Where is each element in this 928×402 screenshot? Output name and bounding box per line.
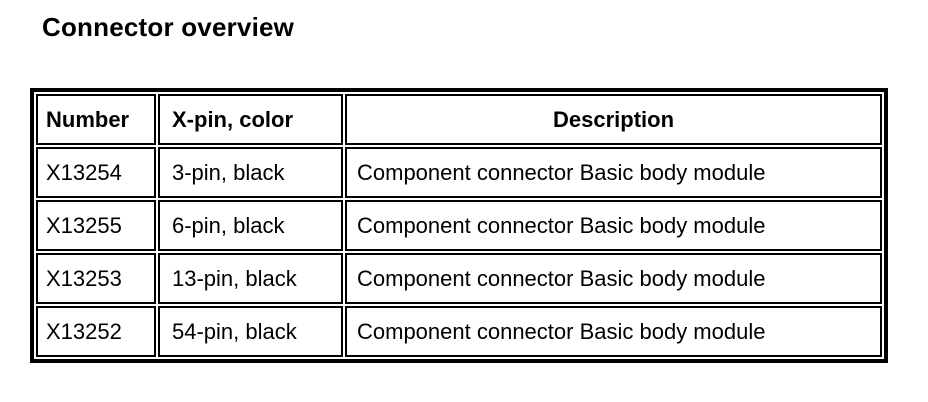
column-header-number: Number bbox=[36, 94, 156, 145]
column-header-description: Description bbox=[345, 94, 882, 145]
cell-number: X13254 bbox=[36, 147, 156, 198]
table-row: X13252 54-pin, black Component connector… bbox=[36, 306, 882, 357]
cell-description: Component connector Basic body module bbox=[345, 306, 882, 357]
cell-description: Component connector Basic body module bbox=[345, 147, 882, 198]
cell-number: X13255 bbox=[36, 200, 156, 251]
connector-table: Number X-pin, color Description X13254 3… bbox=[30, 88, 888, 363]
page-title: Connector overview bbox=[42, 12, 295, 42]
cell-number: X13252 bbox=[36, 306, 156, 357]
table-row: X13253 13-pin, black Component connector… bbox=[36, 253, 882, 304]
column-header-pin-color: X-pin, color bbox=[158, 94, 343, 145]
cell-description: Component connector Basic body module bbox=[345, 200, 882, 251]
table-body: X13254 3-pin, black Component connector … bbox=[36, 147, 882, 357]
cell-description: Component connector Basic body module bbox=[345, 253, 882, 304]
table-header: Number X-pin, color Description bbox=[36, 94, 882, 145]
table-row: X13255 6-pin, black Component connector … bbox=[36, 200, 882, 251]
cell-pin-color: 13-pin, black bbox=[158, 253, 343, 304]
header-row: Number X-pin, color Description bbox=[36, 94, 882, 145]
cell-pin-color: 6-pin, black bbox=[158, 200, 343, 251]
cell-pin-color: 54-pin, black bbox=[158, 306, 343, 357]
cell-pin-color: 3-pin, black bbox=[158, 147, 343, 198]
cell-number: X13253 bbox=[36, 253, 156, 304]
table-row: X13254 3-pin, black Component connector … bbox=[36, 147, 882, 198]
